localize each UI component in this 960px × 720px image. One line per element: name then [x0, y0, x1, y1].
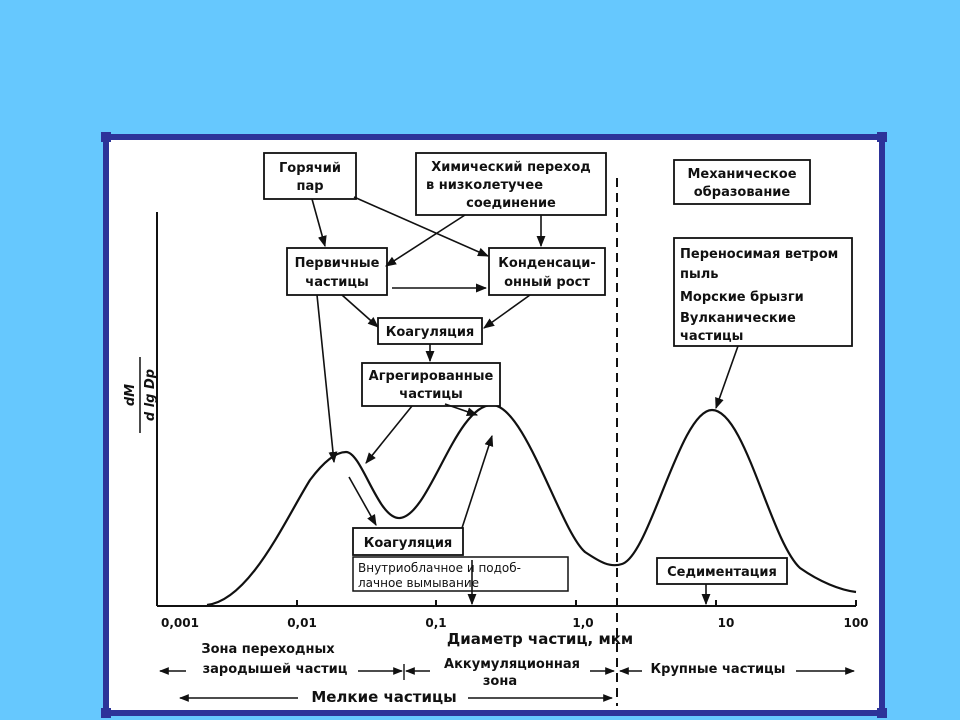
- coagulation-top-box: Коагуляция: [377, 317, 483, 345]
- zone-transition-line1: Зона переходных: [201, 642, 335, 657]
- zone-accumulation-line2: зона: [483, 674, 517, 689]
- zone-fine-label: Мелкие частицы: [311, 688, 456, 706]
- chem-line3: соединение: [466, 196, 556, 211]
- corner-mark: [877, 708, 887, 718]
- coagulation-bottom-box: Коагуляция: [352, 527, 464, 556]
- coarse-line2: пыль: [680, 267, 718, 282]
- chem-line2: в низколетучее: [426, 178, 543, 193]
- sedimentation-box: Седиментация: [656, 557, 788, 585]
- corner-mark: [101, 708, 111, 718]
- aggregated-particles-box: Агрегированные частицы: [361, 362, 501, 407]
- coarse-line1: Переносимая ветром: [680, 247, 838, 262]
- coarse-line5: частицы: [680, 329, 743, 344]
- corner-mark: [101, 132, 111, 142]
- coag-top-label: Коагуляция: [386, 325, 475, 340]
- washout-box: Внутриоблачное и подоб- лачное вымывание: [352, 556, 569, 592]
- sedimentation-label: Седиментация: [667, 565, 777, 580]
- mechanical-formation-box: Механическое образование: [673, 159, 811, 205]
- corner-mark: [877, 132, 887, 142]
- x-tick-label: 10: [718, 616, 735, 630]
- hot-vapor-box: Горячий пар: [263, 152, 357, 200]
- primary-line2: частицы: [305, 275, 368, 290]
- chemical-transition-box: Химический переход в низколетучее соедин…: [415, 152, 607, 216]
- zone-transition-line2: зародышей частиц: [203, 662, 348, 677]
- washout-line2: лачное вымывание: [358, 576, 479, 590]
- hot-vapor-line2: пар: [296, 179, 323, 194]
- x-tick-label: 0,1: [425, 616, 446, 630]
- y-label-numerator: dM: [123, 384, 138, 406]
- y-label-denominator: d lg Dp: [143, 369, 158, 421]
- mech-line2: образование: [694, 185, 791, 200]
- mech-line1: Механическое: [687, 167, 796, 182]
- figure-panel: [103, 134, 885, 716]
- hot-vapor-line1: Горячий: [279, 161, 341, 176]
- zone-coarse-label: Крупные частицы: [651, 662, 786, 677]
- zone-range-arrows: [159, 664, 855, 702]
- condensation-growth-box: Конденсаци- онный рост: [488, 247, 606, 296]
- coarse-line3: Морские брызги: [680, 290, 804, 305]
- x-tick-label: 0,01: [287, 616, 317, 630]
- primary-line1: Первичные: [295, 256, 380, 271]
- aggregated-line1: Агрегированные: [369, 369, 494, 384]
- x-axis-ticks: [296, 600, 857, 606]
- x-axis-label: Диаметр частиц, мкм: [447, 630, 633, 648]
- coag-bottom-label: Коагуляция: [364, 536, 453, 551]
- primary-particles-box: Первичные частицы: [286, 247, 388, 296]
- x-tick-label: 0,001: [161, 616, 199, 630]
- zone-accumulation-line1: Аккумуляционная: [444, 657, 580, 672]
- coarse-sources-box: Переносимая ветром пыль Морские брызги В…: [673, 237, 853, 347]
- chem-line1: Химический переход: [431, 160, 591, 175]
- x-tick-label: 100: [843, 616, 868, 630]
- condensation-line1: Конденсаци-: [498, 256, 595, 271]
- washout-line1: Внутриоблачное и подоб-: [358, 561, 521, 575]
- aggregated-line2: частицы: [399, 387, 462, 402]
- y-axis-label: dM d lg Dp: [123, 357, 158, 433]
- condensation-line2: онный рост: [504, 275, 590, 290]
- coarse-line4: Вулканические: [680, 311, 796, 326]
- process-arrows: [311, 196, 739, 606]
- x-tick-label: 1,0: [572, 616, 593, 630]
